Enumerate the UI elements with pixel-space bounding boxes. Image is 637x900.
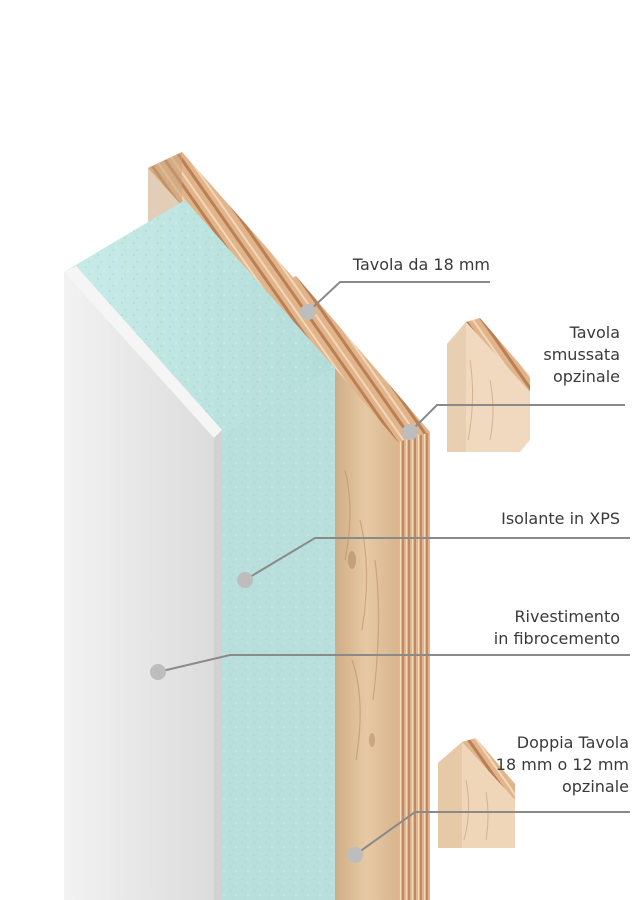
- fibrocement-cladding: [64, 266, 222, 900]
- label-line: Tavola: [569, 323, 620, 342]
- leader-rivestimento: [150, 654, 630, 680]
- wood-face-board: [335, 368, 398, 900]
- chamfered-board-inset: [447, 318, 530, 452]
- label-line: Tavola da 18 mm: [352, 255, 490, 274]
- label-line: opzinale: [552, 367, 620, 386]
- double-board-inset: [438, 738, 515, 848]
- leader-tavola-18: [300, 281, 490, 320]
- label-doppia-tavola: Doppia Tavola 18 mm o 12 mm opzinale: [496, 732, 629, 798]
- leader-doppia-tavola: [347, 811, 630, 863]
- label-line: Rivestimento: [514, 607, 620, 626]
- label-line: in fibrocemento: [493, 629, 620, 648]
- label-line: Isolante in XPS: [501, 509, 620, 528]
- label-tavola-18: Tavola da 18 mm: [353, 254, 490, 276]
- label-line: Doppia Tavola: [516, 733, 629, 752]
- label-line: 18 mm o 12 mm: [495, 755, 629, 774]
- label-isolante: Isolante in XPS: [501, 508, 620, 530]
- label-tavola-smussata: Tavola smussata opzinale: [543, 322, 620, 388]
- label-rivestimento: Rivestimento in fibrocemento: [494, 606, 620, 650]
- label-line: smussata: [543, 345, 620, 364]
- leader-tavola-smussata: [402, 404, 625, 440]
- xps-insulation-layer: [64, 200, 335, 900]
- leader-isolante: [237, 537, 630, 588]
- label-line: opzinale: [561, 777, 629, 796]
